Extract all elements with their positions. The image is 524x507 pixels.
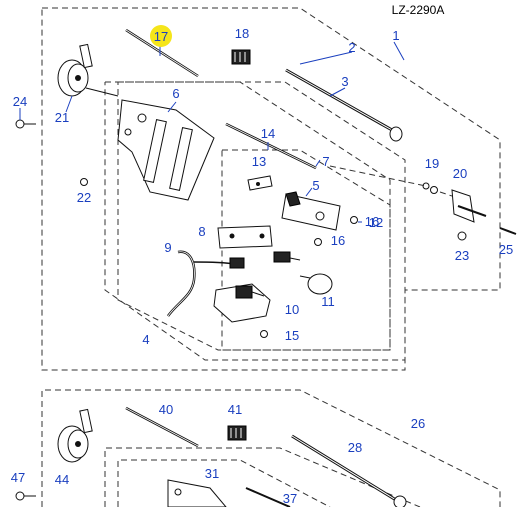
outer-boundary-bottom	[41, 389, 501, 507]
connector-part-18	[231, 49, 251, 65]
motor-part-21	[57, 43, 119, 97]
callout-label-28: 28	[348, 440, 362, 455]
callout-label-8: 8	[198, 224, 205, 239]
bracket-plate-part-31	[167, 479, 227, 507]
callout-label-25: 25	[499, 242, 513, 257]
screw-part-16b	[314, 238, 322, 246]
callout-label-5: 5	[312, 178, 319, 193]
callout-label-13: 13	[252, 154, 266, 169]
screw-part-16a	[350, 216, 358, 224]
plate-part-8	[217, 225, 273, 249]
rod-part-28	[291, 434, 407, 507]
sub-boundary-top	[221, 149, 391, 351]
mid-boundary-bottom	[104, 447, 421, 507]
screw-part-47	[15, 491, 36, 501]
callout-label-37: 37	[283, 491, 297, 506]
callout-label-47: 47	[11, 470, 25, 485]
callout-label-22: 22	[77, 190, 91, 205]
callout-label-11: 11	[321, 294, 335, 309]
sensor-part-10	[213, 283, 271, 323]
callout-label-16: 16	[331, 233, 345, 248]
cable-part-9	[166, 250, 245, 317]
callout-label-24: 24	[13, 94, 27, 109]
cable-tie-part-17	[125, 28, 199, 78]
callout-label-31: 31	[205, 466, 219, 481]
screw-part-15	[260, 330, 268, 338]
callout-label-15: 15	[285, 328, 299, 343]
callout-label-14: 14	[261, 126, 275, 141]
nut-part-23	[457, 231, 467, 241]
callout-label-18: 18	[235, 26, 249, 41]
callout-label-3: 3	[341, 74, 348, 89]
cable-tie-part-14	[225, 122, 317, 170]
callout-label-6: 6	[172, 86, 179, 101]
highlight-callout-17	[150, 25, 172, 47]
callout-label-10: 10	[285, 302, 299, 317]
cable-tie-part-40	[125, 406, 199, 448]
block-part-5	[281, 191, 341, 231]
model-label: LZ-2290A	[392, 3, 445, 17]
rod-part-3	[285, 68, 403, 142]
pin-part-25	[499, 227, 517, 235]
callout-label-40: 40	[159, 402, 173, 417]
knob-part-11	[299, 273, 333, 295]
inner-boundary-bottom	[117, 459, 331, 507]
callout-label-2: 2	[348, 40, 355, 55]
mid-boundary-top	[104, 81, 406, 361]
callout-label-21: 21	[55, 110, 69, 125]
callout-label-1: 1	[392, 28, 399, 43]
inner-boundary-top	[117, 81, 391, 351]
callout-label-12: 12	[369, 215, 383, 230]
washer-part-19	[422, 182, 438, 194]
screw-part-24	[15, 119, 36, 129]
callout-label-16: 16	[365, 214, 379, 229]
motor-part-44	[57, 408, 93, 463]
connector-part-41	[227, 425, 247, 441]
callout-label-9: 9	[164, 240, 171, 255]
clip-part-13	[247, 175, 273, 191]
outer-boundary-top	[41, 7, 501, 371]
bracket-part-12	[273, 251, 301, 263]
callout-label-44: 44	[55, 472, 69, 487]
callout-label-20: 20	[453, 166, 467, 181]
lever-part-20	[451, 189, 487, 223]
callout-label-23: 23	[455, 248, 469, 263]
callout-label-41: 41	[228, 402, 242, 417]
callout-label-17: 17	[154, 29, 168, 44]
callout-label-19: 19	[425, 156, 439, 171]
callout-label-4: 4	[142, 332, 149, 347]
screw-part-22	[80, 178, 88, 186]
cable-tie-part-37	[245, 487, 291, 507]
bracket-plate-part-6	[117, 99, 215, 201]
callout-label-26: 26	[411, 416, 425, 431]
callout-label-7: 7	[322, 154, 329, 169]
